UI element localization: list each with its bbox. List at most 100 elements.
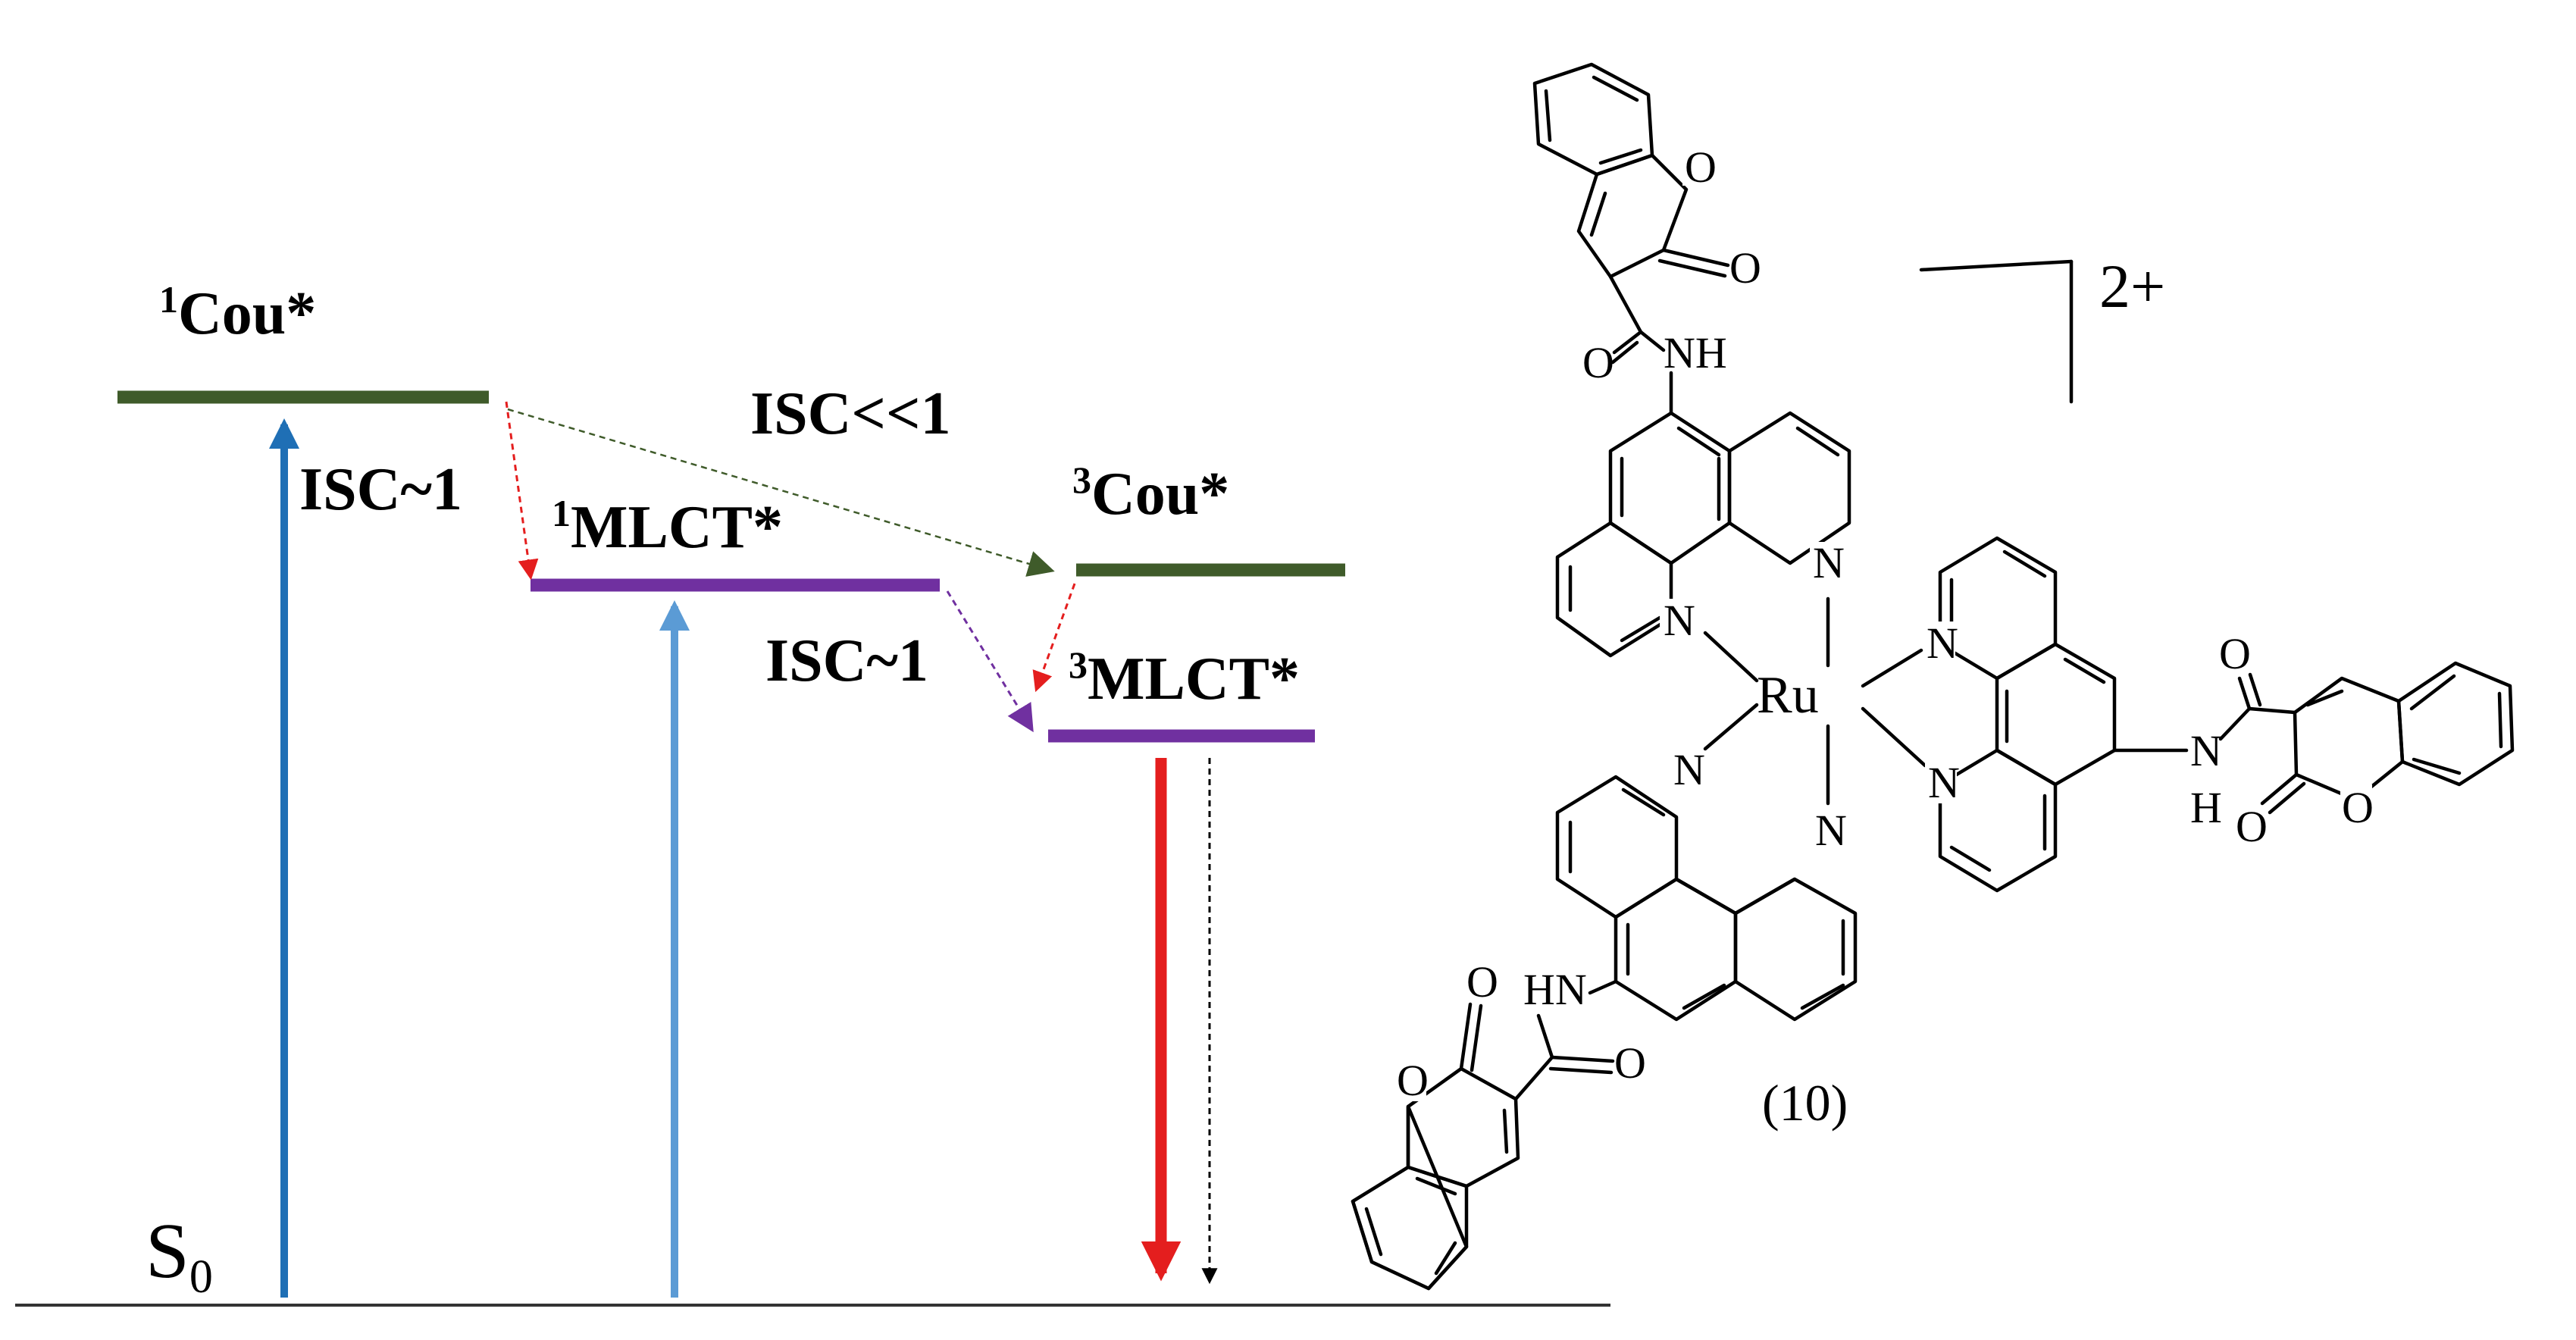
- double-bond: [2497, 691, 2503, 749]
- compound-number: (10): [1762, 1074, 1848, 1132]
- phen-lower-ring-left: [1555, 775, 1679, 919]
- isc-arrow-3cou-3mlct: [1032, 583, 1076, 693]
- double-bond: [2002, 549, 2047, 578]
- ru-n-bond: [1861, 706, 1927, 768]
- phen-bond: [1733, 877, 1797, 916]
- carbonyl-bond: [1661, 248, 1730, 268]
- atom-mask: [1813, 807, 1845, 849]
- ru-n-bond: [1703, 703, 1759, 751]
- amide-bond: [1513, 1055, 1554, 1101]
- ru-n-bond: [1861, 648, 1923, 688]
- amide-hn: HN: [1523, 965, 1587, 1014]
- label-3mlct-sup: 3: [1069, 643, 1088, 686]
- atom-mask: [1923, 621, 1955, 663]
- phen-lower-ring-mid: [1614, 877, 1738, 1022]
- carbonyl-bond: [2260, 772, 2299, 806]
- carbonyl-bond: [1610, 340, 1639, 365]
- label-3cou: 3Cou*: [1072, 459, 1229, 528]
- coumarin-lower-benzene-ring: [1351, 1165, 1469, 1291]
- double-bond: [1502, 1108, 1509, 1154]
- double-bond: [1682, 983, 1726, 1010]
- atom-mask: [1682, 144, 1714, 186]
- phen-upper-ring-left: [1555, 521, 1673, 658]
- label-1mlct-sup: 1: [552, 492, 571, 534]
- amide-bond: [1536, 1013, 1554, 1060]
- oxygen-atom: O: [2219, 629, 2251, 678]
- amide-nh: NH: [1664, 328, 1727, 377]
- oxygen-atom: O: [2342, 783, 2374, 832]
- nitrogen-atom: N: [1928, 758, 1960, 807]
- oxygen-atom: O: [1466, 957, 1498, 1007]
- carbonyl-bond: [1612, 330, 1643, 355]
- nitrogen-atom: N: [1813, 538, 1845, 587]
- double-bond: [2412, 757, 2462, 775]
- double-bond: [1949, 845, 1992, 872]
- double-bond: [1598, 148, 1643, 165]
- label-1mlct: 1MLCT*: [552, 492, 783, 561]
- label-3cou-sup: 3: [1072, 459, 1091, 501]
- oxygen-atom: O: [2236, 802, 2268, 851]
- label-1cou-sup: 1: [159, 278, 178, 321]
- phen-upper-ring-mid: [1608, 411, 1732, 565]
- amide-bond: [2218, 706, 2252, 741]
- label-isc-1: ISC~1: [299, 456, 462, 523]
- double-bond: [1676, 426, 1721, 457]
- label-s0: S0: [146, 1207, 213, 1303]
- nitrogen-atom: N: [1673, 745, 1705, 794]
- phen-upper-ring-right: [1727, 411, 1851, 565]
- isc-arrow-1cou-1mlct: [505, 401, 539, 581]
- label-s0-sub: 0: [189, 1251, 213, 1303]
- isc-arrow-1cou-3cou: [507, 408, 1055, 577]
- ru-atom: Ru: [1757, 666, 1819, 725]
- nitrogen-atom: N: [1815, 806, 1847, 855]
- coumarin-upper-benzene: [1532, 62, 1654, 177]
- carbonyl-bond: [2268, 781, 2306, 815]
- double-bond: [1620, 615, 1662, 643]
- amide-bond: [1588, 979, 1618, 995]
- oxygen-atom: O: [1614, 1038, 1646, 1088]
- label-1cou: 1Cou*: [159, 278, 316, 347]
- carbonyl-bond: [1550, 1055, 1615, 1063]
- label-isc-2: ISC<<1: [750, 380, 951, 447]
- atom-mask: [1394, 1060, 1426, 1101]
- charge-label: 2+: [2099, 252, 2165, 321]
- nitrogen-atom: N: [1927, 618, 1958, 668]
- nitrogen-atom: N: [1664, 596, 1695, 645]
- phen-bond: [1674, 877, 1738, 916]
- oxygen-atom: O: [1685, 142, 1717, 192]
- label-s0-name: S: [146, 1207, 189, 1295]
- double-bond: [1544, 89, 1552, 142]
- label-3cou-name: Cou*: [1091, 461, 1229, 528]
- oxygen-atom: O: [1582, 338, 1614, 387]
- atom-mask: [2340, 784, 2372, 826]
- double-bond: [1621, 787, 1666, 817]
- hydrogen-atom: H: [2190, 783, 2222, 832]
- double-bond: [1589, 191, 1607, 237]
- label-1cou-name: Cou*: [178, 280, 316, 347]
- label-1mlct-name: MLCT*: [571, 494, 783, 561]
- isc-arrow-1mlct-3mlct: [946, 590, 1034, 733]
- double-bond: [1364, 1207, 1383, 1257]
- carbonyl-bond: [2248, 672, 2262, 707]
- oxygen-atom: O: [1397, 1056, 1429, 1105]
- double-bond: [1795, 426, 1840, 457]
- carbonyl-bond: [2237, 676, 2252, 711]
- label-3mlct: 3MLCT*: [1069, 643, 1300, 712]
- oxygen-atom: O: [1729, 243, 1761, 293]
- amide-bond: [1639, 330, 1666, 352]
- amide-bond: [2247, 706, 2297, 715]
- label-3mlct-name: MLCT*: [1088, 646, 1300, 712]
- atom-mask: [1660, 599, 1690, 640]
- double-bond: [1415, 1176, 1457, 1196]
- double-bond: [2305, 689, 2344, 707]
- double-bond: [1592, 75, 1639, 102]
- carbonyl-bond: [1470, 1003, 1483, 1072]
- atom-mask: [1671, 747, 1703, 788]
- carbonyl-bond: [1459, 1002, 1473, 1071]
- carbonyl-bond: [1657, 258, 1727, 278]
- atom-mask: [1925, 762, 1957, 803]
- phen-lower-ring-right: [1733, 877, 1858, 1022]
- carbonyl-bond: [1548, 1066, 1614, 1075]
- charge-bracket-top: [1919, 259, 2074, 272]
